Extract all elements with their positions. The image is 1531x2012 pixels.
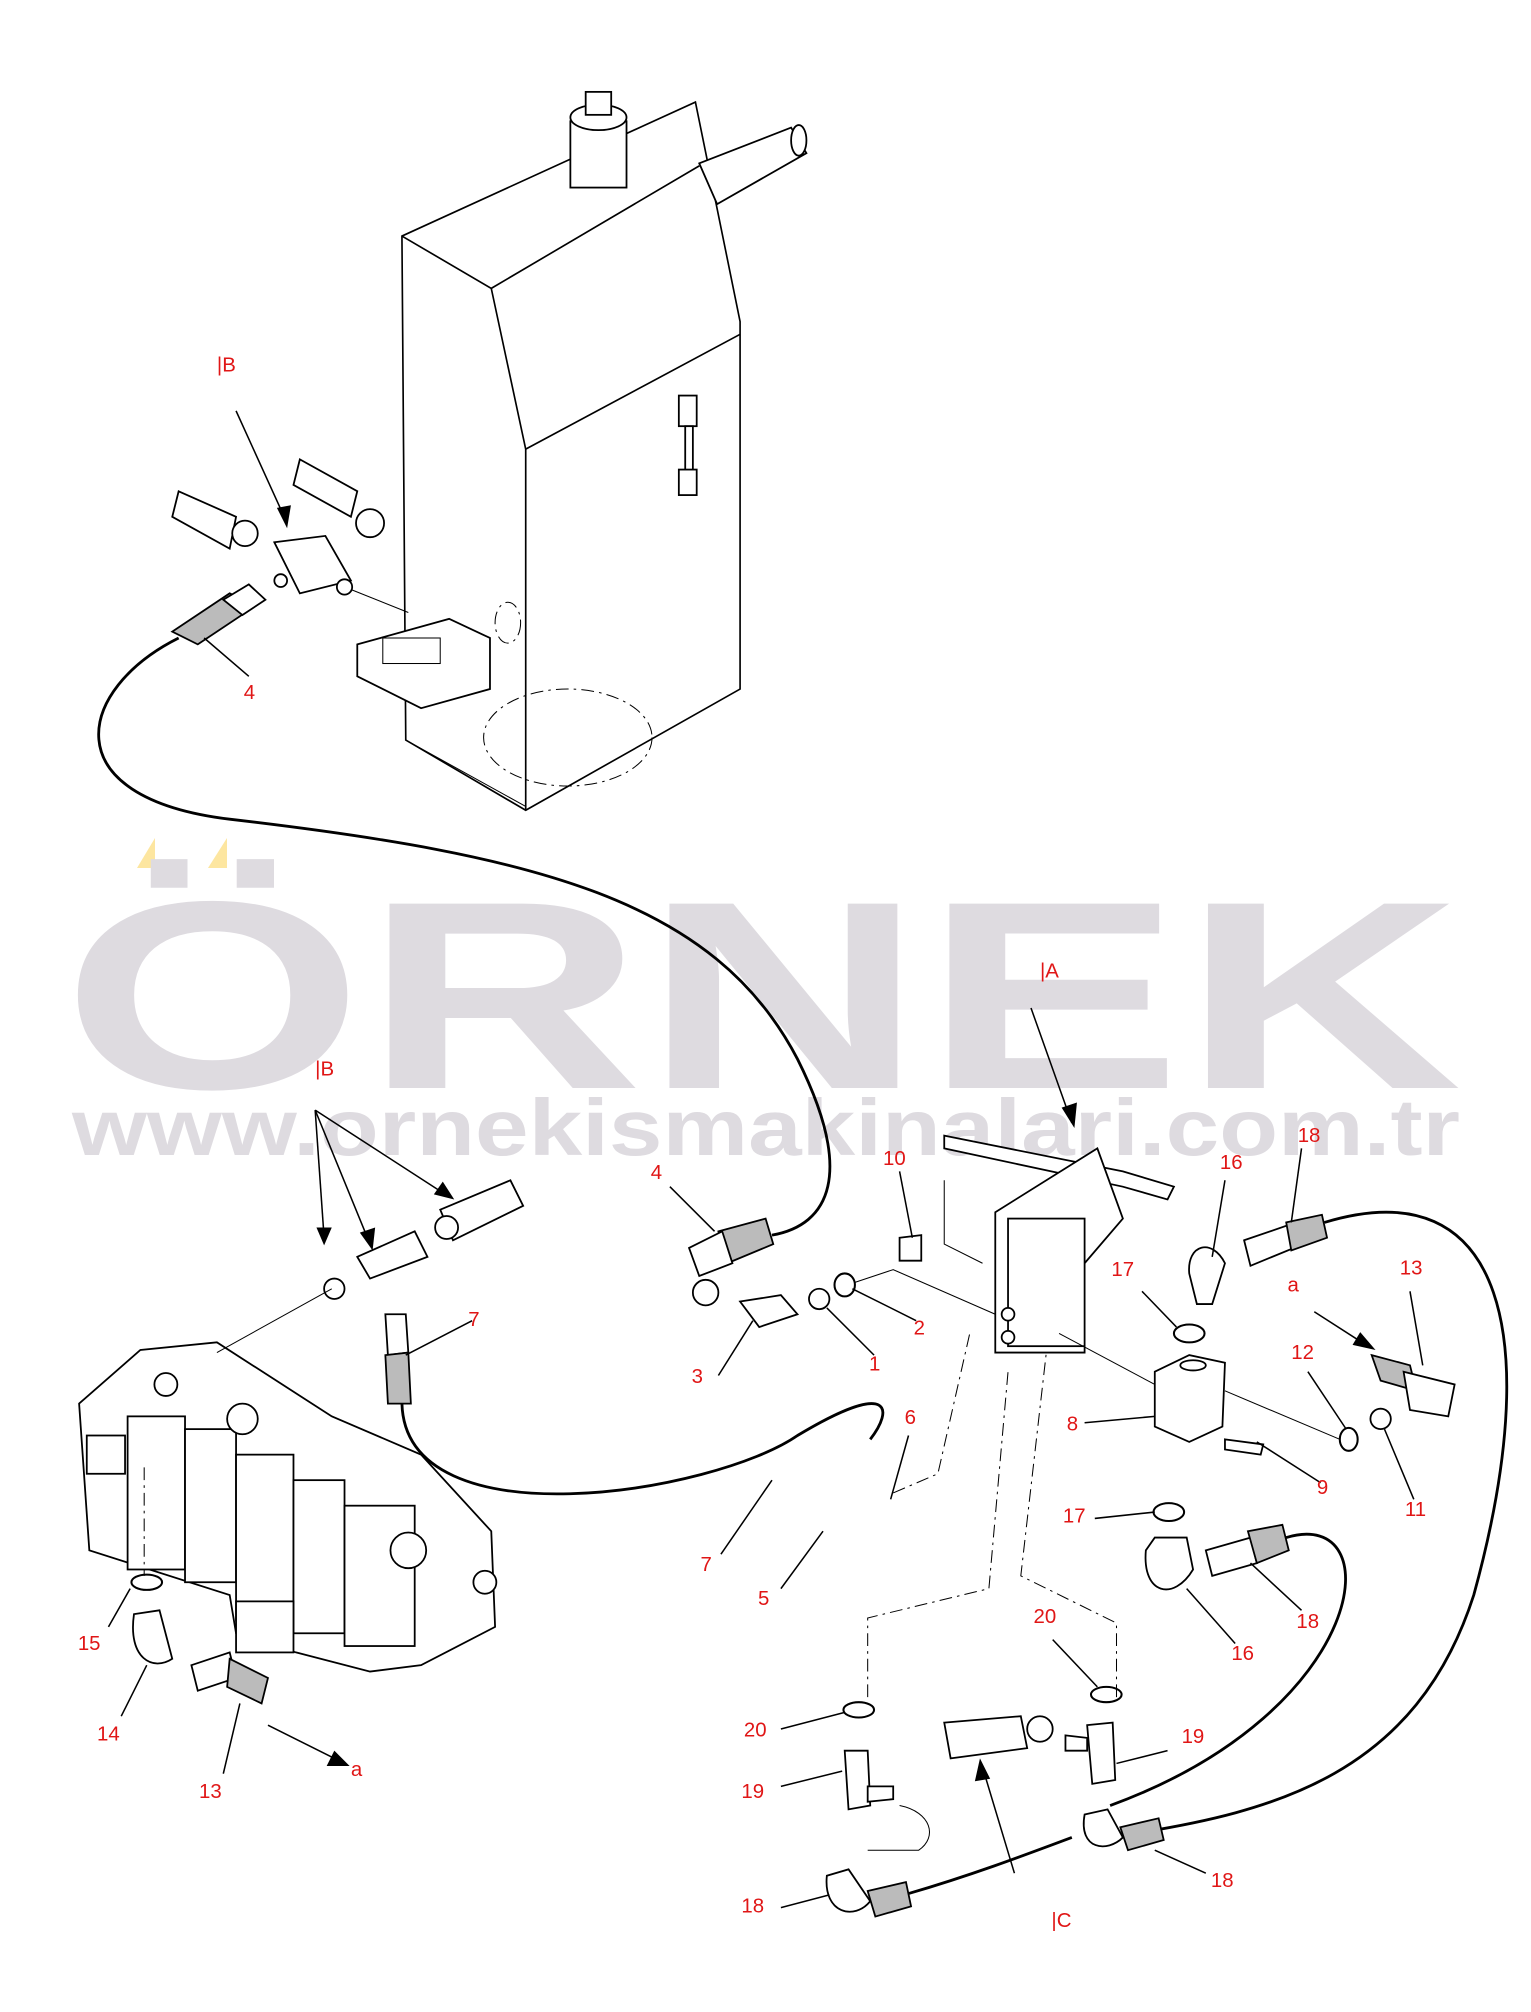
fittings-group-left xyxy=(130,1573,270,1705)
hose-7 xyxy=(400,1402,885,1496)
callout-13: 13 xyxy=(1400,1258,1423,1280)
callout-3: 3 xyxy=(692,1366,703,1388)
assembly-line xyxy=(1020,1352,1118,1698)
callout-18: 18 xyxy=(1296,1611,1319,1633)
callout-14: 14 xyxy=(97,1723,120,1745)
hose-18-top xyxy=(1125,1210,1509,1837)
callout-7: 7 xyxy=(701,1554,712,1576)
hose-18-middle xyxy=(1109,1532,1347,1807)
callout-7: 7 xyxy=(468,1309,479,1331)
callout-18: 18 xyxy=(741,1896,764,1918)
watermark-accent-left xyxy=(137,838,155,868)
callout-1: 1 xyxy=(869,1353,880,1375)
callout-17: 17 xyxy=(1063,1505,1086,1527)
callout-a: a xyxy=(351,1759,363,1781)
fittings-group-bottom xyxy=(825,1685,1165,1918)
control-valve-bank xyxy=(78,1341,498,1673)
assembly-line xyxy=(854,1269,996,1315)
callout-2: 2 xyxy=(914,1318,925,1340)
fittings-group-a xyxy=(687,1217,923,1329)
view-label-b-middle: |B xyxy=(315,1059,334,1081)
callout-a: a xyxy=(1287,1274,1299,1296)
callout-8: 8 xyxy=(1067,1413,1078,1435)
hydraulic-tank xyxy=(356,90,808,812)
callout-13: 13 xyxy=(199,1781,222,1803)
callout-10: 10 xyxy=(883,1148,906,1170)
callout-16: 16 xyxy=(1231,1643,1254,1665)
callout-5: 5 xyxy=(758,1588,769,1610)
tee-fitting-lower xyxy=(323,1179,525,1405)
callout-18: 18 xyxy=(1298,1125,1321,1147)
callout-12: 12 xyxy=(1291,1342,1314,1364)
callout-19: 19 xyxy=(741,1781,764,1803)
view-label-c: |C xyxy=(1051,1910,1071,1932)
callout-16: 16 xyxy=(1220,1152,1243,1174)
view-label-b-top: |B xyxy=(217,354,236,376)
valve-block-8 xyxy=(1144,1213,1456,1591)
watermark-brand: ÖRNEK xyxy=(62,845,1462,1145)
callout-11: 11 xyxy=(1405,1499,1426,1521)
callout-20: 20 xyxy=(1034,1606,1057,1628)
callout-15: 15 xyxy=(78,1633,101,1655)
assembly-line xyxy=(1058,1332,1156,1385)
callout-4: 4 xyxy=(244,682,255,704)
callout-9: 9 xyxy=(1317,1477,1328,1499)
watermark-url: www.ornekismakinalari.com.tr xyxy=(71,1083,1460,1172)
hose-4 xyxy=(97,636,832,1237)
callout-17: 17 xyxy=(1111,1259,1134,1281)
assembly-line xyxy=(216,1288,333,1354)
callout-4: 4 xyxy=(651,1162,662,1184)
watermark: ÖRNEK www.ornekismakinalari.com.tr xyxy=(62,838,1462,1172)
tee-fitting-upper xyxy=(170,458,409,646)
view-label-a: |A xyxy=(1040,960,1059,982)
watermark-accent-right xyxy=(208,838,227,868)
pedal-valve xyxy=(943,1134,1176,1354)
callout-6: 6 xyxy=(905,1407,916,1429)
callout-20: 20 xyxy=(744,1720,767,1742)
callout-19: 19 xyxy=(1182,1726,1205,1748)
assembly-line xyxy=(867,1371,1009,1698)
hose-18-bottom xyxy=(908,1836,1073,1895)
assembly-line xyxy=(1224,1390,1340,1440)
callout-18: 18 xyxy=(1211,1870,1234,1892)
leader-lines xyxy=(107,410,1424,1909)
